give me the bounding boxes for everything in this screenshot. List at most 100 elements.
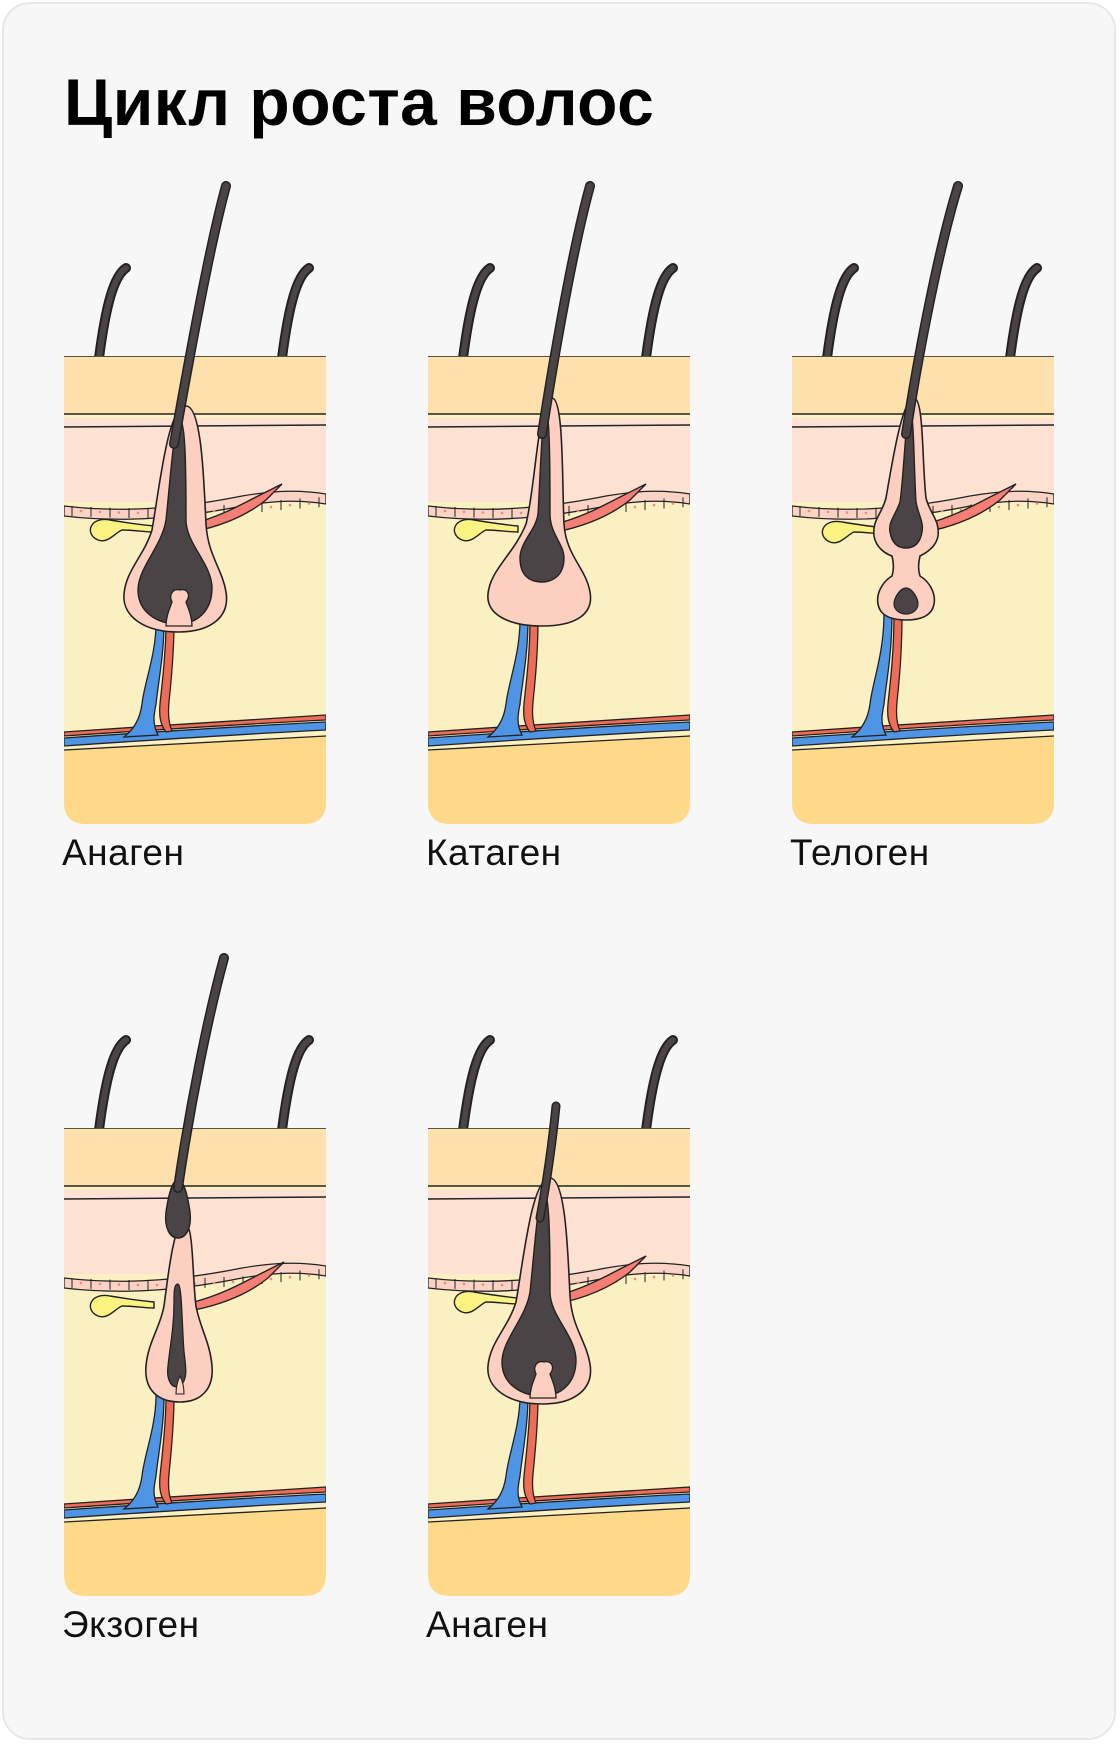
skin-layers	[428, 356, 690, 824]
epidermis-layer	[792, 356, 1054, 414]
cell-nucleus	[652, 1275, 656, 1279]
skin-layers	[64, 1128, 330, 1596]
cell-nucleus	[98, 510, 102, 514]
cell-nucleus	[269, 1277, 273, 1281]
cell-nucleus	[136, 1283, 140, 1287]
base-layer	[428, 1508, 690, 1596]
base-layer	[428, 736, 690, 824]
cell-nucleus	[1035, 502, 1039, 505]
stage-label-anagen: Анаген	[62, 832, 185, 873]
skin-layers	[792, 356, 1058, 824]
cell-nucleus	[212, 1281, 216, 1285]
old-hair-club	[164, 1179, 192, 1239]
cell-nucleus	[307, 1274, 311, 1277]
surface-hair-right	[279, 1037, 312, 1133]
catagen-illustration	[428, 181, 690, 824]
cell-nucleus	[633, 1277, 637, 1281]
cell-nucleus	[671, 502, 675, 505]
base-layer	[792, 736, 1054, 824]
cell-nucleus	[864, 511, 868, 515]
cell-nucleus	[98, 1282, 102, 1286]
vein-vertical	[485, 619, 529, 738]
dermal-papilla	[175, 1374, 185, 1395]
surface-hair-left	[96, 1037, 129, 1133]
cell-nucleus	[826, 510, 830, 514]
arrector-muscle	[555, 1255, 647, 1305]
stage-telogen: Телоген	[790, 181, 1070, 884]
cell-nucleus	[691, 1273, 694, 1276]
artery-vertical	[887, 613, 903, 733]
skin-layers	[64, 356, 326, 824]
cell-nucleus	[443, 509, 447, 513]
base-line	[428, 735, 690, 751]
surface-hair-left	[460, 265, 493, 361]
exogen-illustration	[64, 953, 330, 1596]
base-layer	[64, 1508, 326, 1596]
telogen-illustration	[792, 181, 1058, 824]
stage-anagen: Анаген	[62, 181, 342, 884]
dermis-line	[792, 424, 1054, 428]
cell-nucleus	[462, 510, 466, 514]
stage-exogen: Экзоген	[62, 953, 342, 1656]
cell-nucleus	[1016, 503, 1020, 507]
cell-nucleus	[576, 509, 580, 513]
arrector-muscle	[925, 483, 1017, 533]
sebaceous-gland	[89, 518, 155, 542]
cell-nucleus	[500, 511, 504, 515]
base-layer	[64, 736, 326, 824]
cell-nucleus	[940, 509, 944, 513]
cell-nucleus	[79, 1281, 83, 1285]
cell-nucleus	[288, 1275, 292, 1279]
arrector-muscle	[193, 1261, 285, 1311]
sebaceous-gland	[821, 520, 887, 544]
anagen-new-illustration	[428, 1035, 694, 1596]
cell-nucleus	[500, 1283, 504, 1287]
cell-nucleus	[481, 511, 485, 514]
cell-nucleus	[807, 509, 811, 513]
cell-nucleus	[155, 1283, 159, 1287]
artery-vertical	[523, 1395, 539, 1505]
base-line	[428, 1507, 690, 1523]
cell-nucleus	[288, 503, 292, 507]
cell-nucleus	[845, 511, 849, 514]
cell-nucleus	[327, 1273, 330, 1276]
surface-hair-left	[96, 265, 129, 361]
hair-shaft	[902, 182, 962, 438]
base-line	[792, 735, 1054, 751]
epidermis-layer	[64, 1128, 326, 1186]
cell-nucleus	[117, 511, 121, 514]
cell-nucleus	[79, 509, 83, 513]
hair-shaft	[170, 182, 230, 448]
cell-nucleus	[462, 1282, 466, 1286]
cell-nucleus	[136, 511, 140, 515]
cell-nucleus	[633, 505, 637, 509]
vein-vertical	[485, 1395, 529, 1510]
hair-club	[519, 409, 565, 583]
stage-label-telogen: Телоген	[790, 832, 930, 873]
artery-vertical	[159, 623, 175, 733]
surface-hair-right	[279, 265, 312, 361]
surface-hair-right	[643, 265, 676, 361]
sebaceous-gland	[89, 1294, 155, 1318]
cell-nucleus	[212, 509, 216, 513]
hair-shaft	[538, 182, 594, 438]
skin-layers	[428, 1128, 694, 1596]
sebaceous-gland	[453, 1290, 519, 1314]
cell-nucleus	[1055, 501, 1058, 504]
cell-nucleus	[519, 511, 523, 515]
hair-club	[888, 409, 924, 549]
cell-nucleus	[481, 1283, 485, 1286]
dermis-line	[64, 1196, 326, 1200]
artery-vertical	[159, 1395, 175, 1505]
base-line	[64, 735, 326, 751]
surface-hair-right	[1007, 265, 1040, 361]
new-hair-shaft	[537, 1103, 559, 1221]
page-title: Цикл роста волос	[64, 65, 655, 139]
surface-hair-left	[460, 1037, 493, 1133]
surface-hair-right	[643, 1037, 676, 1133]
cell-nucleus	[576, 1281, 580, 1285]
cell-nucleus	[269, 505, 273, 509]
artery-vertical	[523, 619, 539, 733]
sebaceous-gland	[453, 518, 519, 542]
arrector-muscle	[191, 483, 283, 533]
